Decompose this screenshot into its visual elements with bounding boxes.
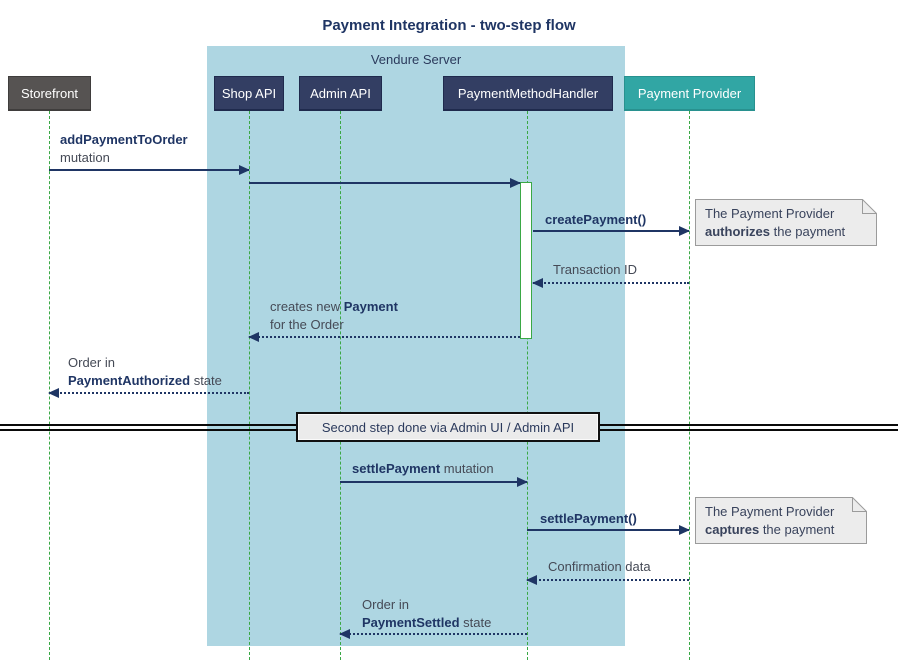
arrow-add-payment xyxy=(49,165,250,175)
message-order-authorized-label: Order in PaymentAuthorized state xyxy=(68,354,222,390)
note-authorize: The Payment Provider authorizes the paym… xyxy=(695,199,877,246)
frame-vendure-server xyxy=(207,46,625,646)
message-text: mutation xyxy=(60,150,110,165)
note-line: the payment xyxy=(770,224,846,239)
message-confirmation-label: Confirmation data xyxy=(548,558,651,576)
participant-label: Shop API xyxy=(221,85,277,101)
note-line: The Payment Provider xyxy=(705,206,835,221)
arrow-creates-payment xyxy=(248,332,520,342)
message-text: PaymentAuthorized xyxy=(68,373,191,388)
message-text: addPaymentToOrder xyxy=(60,132,188,147)
arrowhead-left-icon xyxy=(526,575,537,585)
message-text: mutation xyxy=(440,461,494,476)
message-text: state xyxy=(459,615,492,630)
message-settle-mutation-label: settlePayment mutation xyxy=(352,460,494,478)
participant-admin-api: Admin API xyxy=(299,76,382,111)
arrow-transaction-id xyxy=(532,278,689,288)
note-emphasis: authorizes xyxy=(705,224,771,239)
activation-bar xyxy=(520,182,532,339)
note-shape-icon xyxy=(695,497,867,544)
arrowhead-right-icon xyxy=(239,165,250,175)
participant-shop-api: Shop API xyxy=(214,76,284,111)
message-settle-call-label: settlePayment() xyxy=(540,510,637,528)
lifeline-payment-method-handler xyxy=(527,111,528,660)
arrowhead-right-icon xyxy=(510,178,521,188)
participant-label: Payment Provider xyxy=(637,85,742,101)
arrow-create-payment xyxy=(533,226,690,236)
message-creates-payment-label: creates new Payment for the Order xyxy=(270,298,398,334)
arrow-settle-call xyxy=(527,525,690,535)
message-text: PaymentSettled xyxy=(362,615,460,630)
message-transaction-id-label: Transaction ID xyxy=(553,261,637,279)
message-add-payment-label: addPaymentToOrder mutation xyxy=(60,131,188,167)
arrow-settle-mutation xyxy=(340,477,528,487)
arrow-confirmation xyxy=(526,575,689,585)
message-text: createPayment() xyxy=(545,212,647,227)
lifeline-admin-api xyxy=(340,111,341,660)
message-text: for the Order xyxy=(270,317,344,332)
note-capture: The Payment Provider captures the paymen… xyxy=(695,497,867,544)
message-text: creates new xyxy=(270,299,344,314)
note-shape-icon xyxy=(695,199,877,246)
message-text: settlePayment xyxy=(352,461,441,476)
arrowhead-left-icon xyxy=(532,278,543,288)
frame-label: Vendure Server xyxy=(370,52,462,67)
message-text: settlePayment() xyxy=(540,511,637,526)
arrowhead-left-icon xyxy=(48,388,59,398)
arrow-shop-to-handler xyxy=(249,178,521,188)
arrowhead-right-icon xyxy=(517,477,528,487)
arrowhead-left-icon xyxy=(248,332,259,342)
participant-payment-method-handler: PaymentMethodHandler xyxy=(443,76,613,111)
divider-label: Second step done via Admin UI / Admin AP… xyxy=(321,419,575,435)
arrowhead-right-icon xyxy=(679,525,690,535)
message-create-payment-label: createPayment() xyxy=(545,211,646,229)
diagram-title: Payment Integration - two-step flow xyxy=(322,17,576,34)
message-text: Order in xyxy=(68,355,115,370)
arrow-order-settled xyxy=(339,629,527,639)
lifeline-payment-provider xyxy=(689,111,690,660)
message-text: Payment xyxy=(343,299,398,314)
message-text: state xyxy=(190,373,222,388)
arrowhead-right-icon xyxy=(679,226,690,236)
participant-payment-provider: Payment Provider xyxy=(624,76,755,111)
divider-label-box: Second step done via Admin UI / Admin AP… xyxy=(296,412,600,442)
note-emphasis: captures xyxy=(705,522,760,537)
lifeline-shop-api xyxy=(249,111,250,660)
lifeline-storefront xyxy=(49,111,50,660)
note-line: the payment xyxy=(759,522,835,537)
participant-storefront: Storefront xyxy=(8,76,91,111)
message-text: Confirmation data xyxy=(548,559,651,574)
note-line: The Payment Provider xyxy=(705,504,835,519)
note-text: The Payment Provider captures the paymen… xyxy=(705,503,834,539)
participant-label: Admin API xyxy=(310,85,371,101)
participant-label: Storefront xyxy=(20,85,79,101)
message-text: Transaction ID xyxy=(553,262,638,277)
arrowhead-left-icon xyxy=(339,629,350,639)
note-text: The Payment Provider authorizes the paym… xyxy=(705,205,845,241)
message-text: Order in xyxy=(362,597,409,612)
arrow-order-authorized xyxy=(48,388,249,398)
message-order-settled-label: Order in PaymentSettled state xyxy=(362,596,491,632)
participant-label: PaymentMethodHandler xyxy=(457,85,599,101)
